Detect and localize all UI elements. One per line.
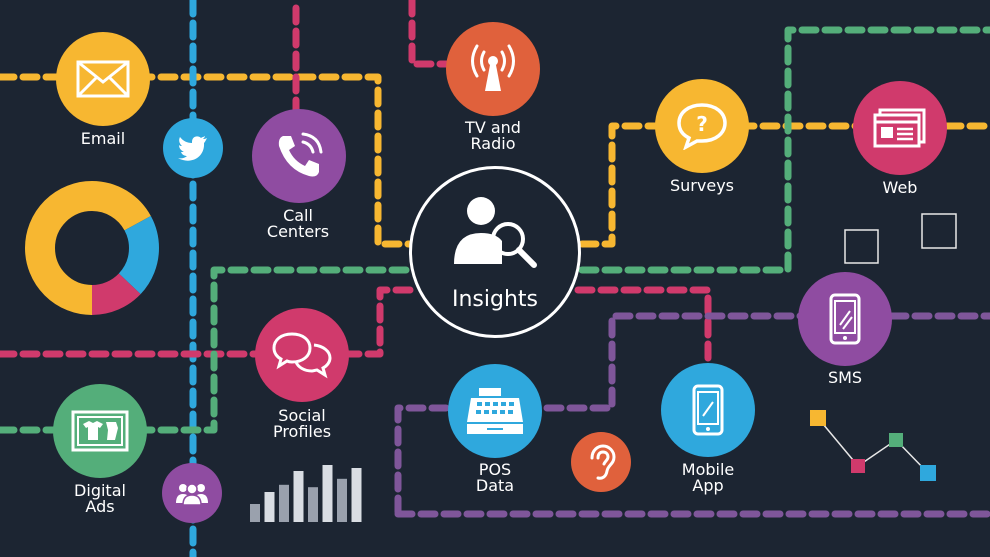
- phone-screen-icon: [829, 293, 861, 345]
- twitter-bird-icon: [178, 136, 207, 161]
- bar-graphic-bar-0: [250, 504, 260, 522]
- surveys-label: Surveys: [670, 176, 734, 195]
- twitter-node: [163, 118, 223, 178]
- question-bubble-icon: ?: [677, 103, 727, 150]
- mobile-app-node: [661, 363, 755, 457]
- sms-node: [798, 272, 892, 366]
- insights-hub: Insights: [409, 166, 581, 338]
- bar-graphic-bar-7: [351, 468, 362, 522]
- speech-bubbles-icon: [272, 332, 332, 379]
- surveys-node: ?: [655, 79, 749, 173]
- yellow-line-left: [0, 73, 416, 248]
- ad-board-icon: [71, 410, 129, 452]
- yellow-line-right: [578, 122, 990, 248]
- donut-segment-1: [25, 181, 159, 315]
- ear-node: [571, 432, 631, 492]
- pink-line-left: [0, 286, 416, 358]
- bar-graphic-bar-3: [293, 471, 304, 522]
- web-node: [853, 81, 947, 175]
- graph-node-square: [851, 459, 865, 473]
- antenna-icon: [471, 44, 515, 91]
- ear-icon: [590, 444, 616, 480]
- envelope-icon: [76, 60, 130, 98]
- graph-node-square: [920, 465, 936, 481]
- pos-data-node: [448, 364, 542, 458]
- cash-register-icon: [467, 388, 523, 434]
- people-group-icon: [176, 483, 208, 505]
- bar-graphic-bar-6: [337, 478, 347, 522]
- person-search-icon: [454, 197, 537, 268]
- people-node: [162, 463, 222, 523]
- sms-label: SMS: [827, 368, 863, 387]
- graph-node-square: [889, 433, 903, 447]
- svg-text:?: ?: [696, 112, 708, 136]
- social-profiles-node: [255, 308, 349, 402]
- purple-line-upper: [394, 312, 990, 516]
- web-label: Web: [882, 178, 918, 197]
- call-centers-node: [252, 109, 346, 203]
- bar-graphic-bar-2: [279, 484, 289, 522]
- hub-label: Insights: [451, 287, 538, 312]
- green-line-right: [578, 26, 990, 274]
- bar-graphic-bar-1: [264, 492, 275, 522]
- bar-graphic-bar-4: [308, 487, 318, 522]
- digital-ads-node: [53, 384, 147, 478]
- pink-line-right: [574, 286, 712, 366]
- browser-icon: [873, 108, 926, 148]
- phone-icon: [278, 132, 323, 177]
- donut-segment-2: [25, 181, 159, 315]
- smartphone-icon: [692, 384, 724, 436]
- outline-square: [921, 213, 957, 249]
- tv-radio-node: [446, 22, 540, 116]
- pink-line-tv: [408, 0, 452, 68]
- bar-graphic-bar-5: [322, 465, 333, 522]
- email-node: [56, 32, 150, 126]
- graph-node-square: [810, 410, 826, 426]
- outline-square: [844, 229, 879, 264]
- email-label: Email: [80, 129, 126, 148]
